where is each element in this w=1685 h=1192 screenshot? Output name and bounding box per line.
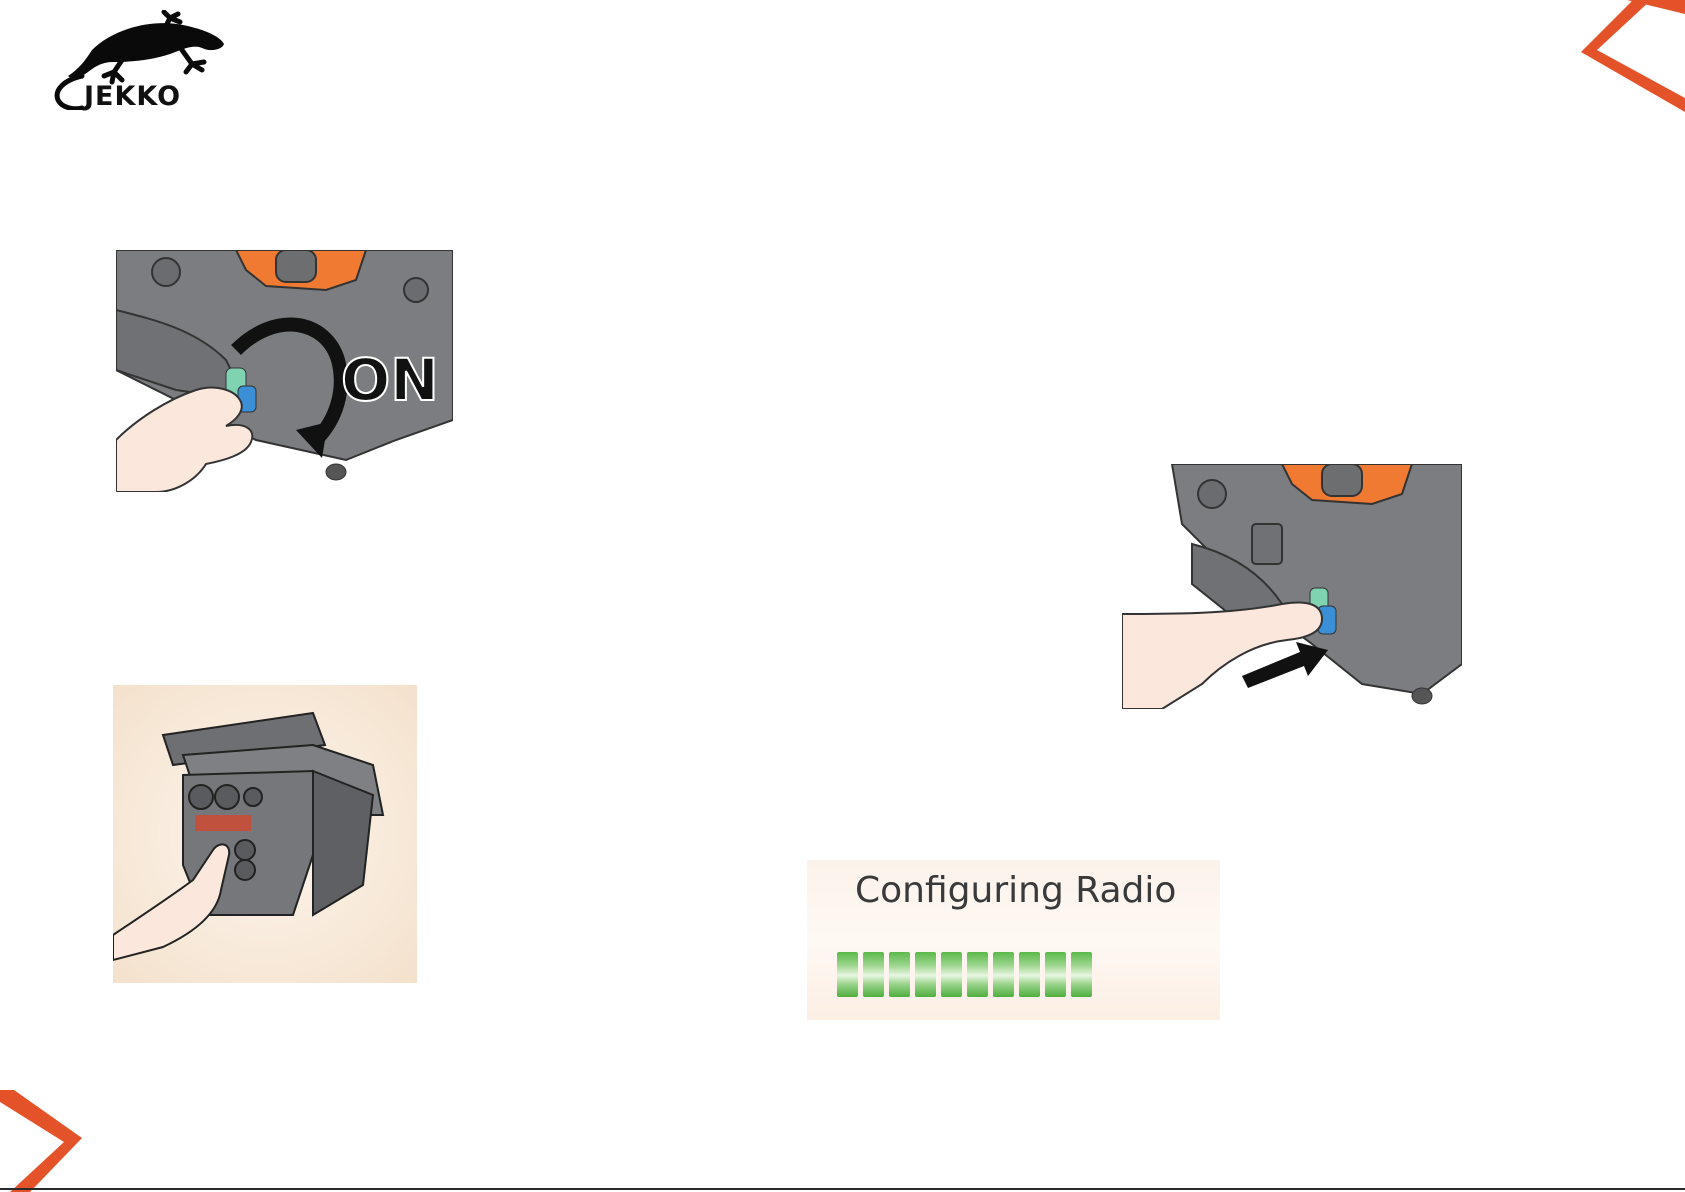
configuring-radio-panel: Configuring Radio <box>807 860 1220 1020</box>
switch-on-illustration: ON <box>116 250 453 492</box>
press-button-illustration <box>1122 464 1462 709</box>
progress-segment <box>1019 952 1040 997</box>
receiver-illustration <box>113 685 417 983</box>
bottom-rule <box>0 1188 1685 1190</box>
receiver-image <box>113 685 417 983</box>
progress-segment <box>915 952 936 997</box>
progress-segment <box>1071 952 1092 997</box>
progress-segment <box>941 952 962 997</box>
on-label: ON <box>341 346 439 414</box>
jekko-logo: JEKKO <box>52 10 238 110</box>
transmitter-press-image <box>1122 464 1462 709</box>
logo-wordmark: JEKKO <box>84 81 181 112</box>
progress-segment <box>1045 952 1066 997</box>
corner-accent-bottom-left <box>0 1090 90 1192</box>
transmitter-side-image: ON <box>116 250 453 492</box>
progress-segment <box>889 952 910 997</box>
corner-accent-top-right <box>1575 0 1685 115</box>
progress-segment <box>967 952 988 997</box>
progress-segment <box>993 952 1014 997</box>
progress-segment <box>837 952 858 997</box>
progress-segment <box>863 952 884 997</box>
config-title: Configuring Radio <box>855 870 1176 911</box>
progress-bar <box>837 952 1092 997</box>
